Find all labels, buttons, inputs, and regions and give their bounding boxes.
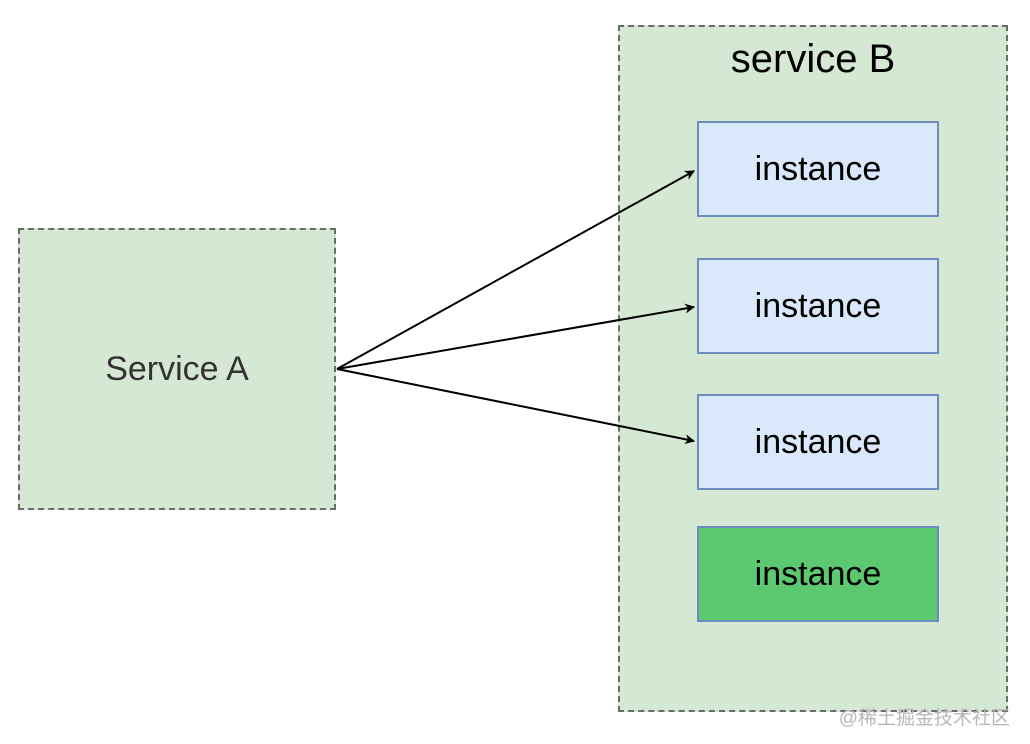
instance-node-2: instance: [697, 258, 939, 354]
instance-label: instance: [754, 422, 882, 461]
instance-label: instance: [754, 554, 882, 593]
instance-node-1: instance: [697, 121, 939, 217]
instance-node-3: instance: [697, 394, 939, 490]
instance-label: instance: [754, 286, 882, 325]
service-a-label: Service A: [105, 349, 249, 388]
instance-node-4-highlighted: instance: [697, 526, 939, 622]
instance-label: instance: [754, 149, 882, 188]
watermark: @稀土掘金技术社区: [838, 708, 1010, 729]
service-b-title: service B: [730, 37, 896, 81]
service-a-node: Service A: [18, 228, 336, 510]
